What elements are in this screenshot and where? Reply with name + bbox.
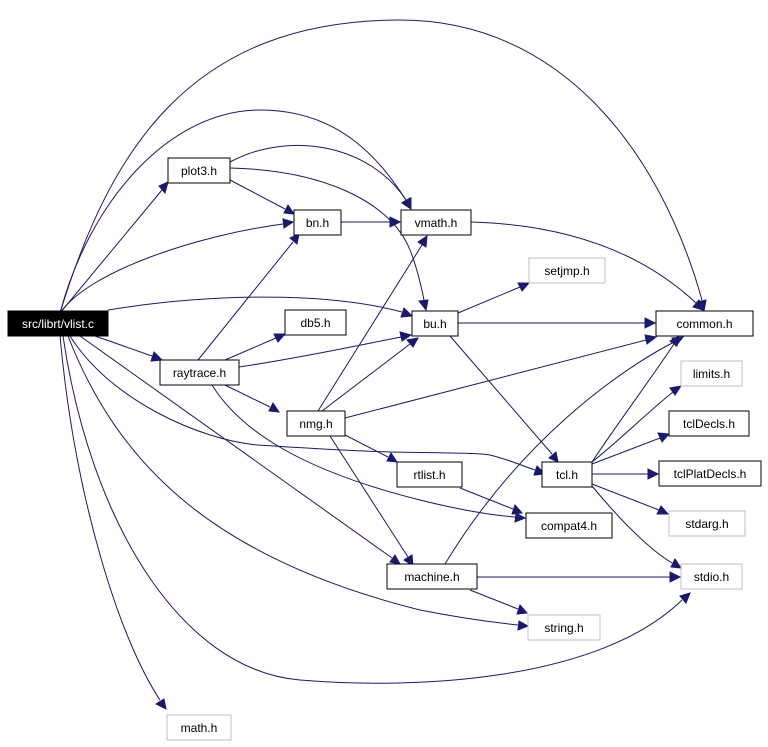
edge-tcl-to-tcldecls (591, 432, 671, 465)
edge-vlist-to-math (59, 335, 167, 710)
edge-machine-to-string (469, 589, 529, 615)
edges (59, 19, 707, 710)
edge-tcl-to-stdarg (591, 483, 670, 515)
edge-vlist-to-raytrace (94, 335, 164, 362)
edge-plot3-to-vmath (229, 144, 412, 211)
node-stdio-h[interactable]: stdio.h (680, 563, 743, 590)
edge-raytrace-to-compat4 (211, 384, 527, 523)
edge-vlist-to-string (67, 335, 530, 631)
node-math-h[interactable]: math.h (166, 714, 232, 741)
node-label: tcl.h (556, 468, 578, 482)
edge-raytrace-to-db5 (224, 333, 287, 361)
edge-nmg-to-vmath (317, 235, 428, 412)
node-rtlist-h[interactable]: rtlist.h (396, 461, 463, 488)
node-label: stdio.h (694, 570, 729, 584)
node-stdarg-h[interactable]: stdarg.h (668, 510, 746, 537)
node-limits-h[interactable]: limits.h (680, 360, 743, 387)
edge-vlist-to-nmg (69, 335, 547, 476)
node-label: rtlist.h (413, 468, 445, 482)
node-vlist-c[interactable]: src/librt/vlist.c (7, 310, 109, 337)
node-label: common.h (676, 317, 732, 331)
node-raytrace-h[interactable]: raytrace.h (159, 359, 240, 386)
node-label: db5.h (300, 316, 330, 330)
edge-bu-to-setjmp (457, 282, 531, 314)
node-label: vmath.h (415, 216, 458, 230)
edge-plot3-to-bu (229, 167, 429, 312)
node-tcldecls-h[interactable]: tclDecls.h (668, 410, 750, 437)
edge-tcl-to-limits (591, 385, 683, 463)
edge-vlist-to-common (59, 19, 707, 314)
nodes: src/librt/vlist.c plot3.h bn.h vmath.h s… (7, 157, 762, 741)
node-tclplatdecls-h[interactable]: tclPlatDecls.h (658, 460, 762, 487)
node-label: tclDecls.h (683, 417, 735, 431)
node-plot3-h[interactable]: plot3.h (167, 157, 231, 184)
node-label: raytrace.h (173, 366, 226, 380)
node-string-h[interactable]: string.h (527, 614, 601, 641)
node-common-h[interactable]: common.h (655, 310, 754, 337)
node-label: bn.h (306, 216, 329, 230)
node-label: plot3.h (181, 164, 217, 178)
node-label: math.h (181, 721, 218, 735)
node-tcl-h[interactable]: tcl.h (541, 461, 593, 488)
edge-raytrace-to-bu (238, 331, 413, 368)
node-label: src/librt/vlist.c (22, 317, 94, 331)
edge-machine-to-common (444, 336, 685, 565)
edge-vlist-to-bn (59, 218, 295, 314)
node-label: setjmp.h (544, 264, 589, 278)
node-label: compat4.h (541, 519, 597, 533)
edge-vlist-to-stdio (62, 335, 691, 684)
edge-bu-to-tcl (449, 335, 559, 463)
edge-vmath-to-common (470, 221, 704, 311)
edge-vlist-to-vmath (59, 109, 412, 314)
edge-vlist-to-plot3 (59, 181, 169, 314)
node-label: nmg.h (299, 417, 332, 431)
node-label: machine.h (404, 570, 459, 584)
node-label: string.h (544, 621, 583, 635)
node-label: stdarg.h (685, 517, 728, 531)
edge-tcl-to-stdio (591, 485, 683, 569)
edge-rtlist-to-compat4 (459, 487, 524, 515)
edge-bn-to-vmath (341, 216, 402, 228)
node-label: tclPlatDecls.h (674, 467, 747, 481)
edge-nmg-to-rtlist (344, 434, 399, 463)
edge-vlist-to-machine (79, 335, 401, 565)
edge-vlist-to-bu (107, 296, 414, 318)
edge-tcl-to-common (591, 335, 680, 463)
node-db5-h[interactable]: db5.h (284, 309, 347, 336)
edge-raytrace-to-nmg (224, 384, 281, 413)
node-label: limits.h (693, 367, 730, 381)
edge-bu-to-common (458, 317, 657, 329)
node-vmath-h[interactable]: vmath.h (400, 209, 472, 236)
edge-tcl-to-tclplatdecls (592, 468, 660, 480)
edge-plot3-to-bn (229, 179, 296, 215)
edge-nmg-to-bu (321, 337, 419, 412)
edge-nmg-to-machine (329, 435, 414, 567)
edge-raytrace-to-bn (197, 233, 300, 361)
node-label: bu.h (423, 317, 446, 331)
edge-machine-to-stdio (477, 571, 682, 583)
node-compat4-h[interactable]: compat4.h (525, 512, 613, 539)
edge-nmg-to-common (344, 334, 658, 419)
node-bn-h[interactable]: bn.h (293, 209, 342, 236)
node-bu-h[interactable]: bu.h (411, 310, 459, 337)
node-setjmp-h[interactable]: setjmp.h (528, 257, 606, 284)
node-machine-h[interactable]: machine.h (386, 563, 478, 590)
node-nmg-h[interactable]: nmg.h (286, 410, 346, 437)
